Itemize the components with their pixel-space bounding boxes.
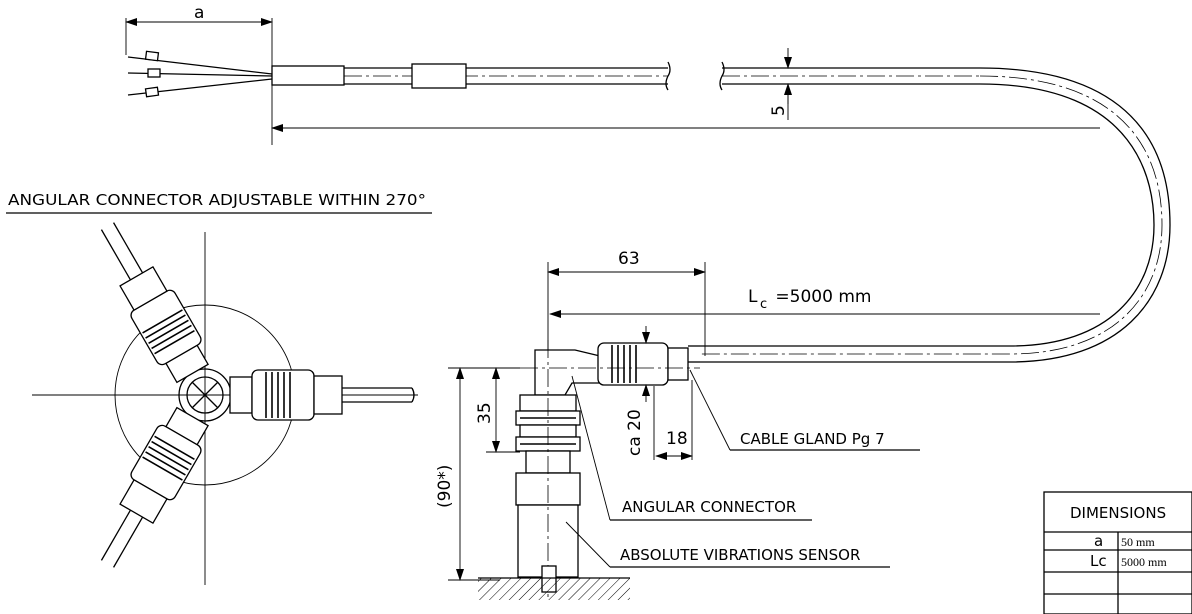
table-row-symbol: a — [1094, 532, 1103, 550]
table-header: DIMENSIONS — [1070, 504, 1166, 522]
dim-cable-length: L c =5000 mm — [748, 287, 871, 312]
title: ANGULAR CONNECTOR ADJUSTABLE WITHIN 270° — [8, 191, 426, 209]
dimensions-table: DIMENSIONS a 50 mm Lc 5000 mm — [1043, 491, 1192, 614]
cable-loop — [271, 67, 1171, 363]
table-row-value: 50 mm — [1121, 535, 1155, 549]
table-row-symbol: Lc — [1090, 552, 1107, 570]
dim-gland-length: 18 — [666, 429, 688, 449]
table-row-value: 5000 mm — [1121, 555, 1167, 569]
label-cable-gland: CABLE GLAND Pg 7 — [740, 430, 885, 448]
angular-connector-view — [32, 222, 418, 585]
dim-cable-diameter: 5 — [769, 105, 789, 116]
dim-connector-width: ca 20 — [625, 409, 645, 456]
dim-connector-height: 35 — [475, 402, 495, 424]
dim-a-label: a — [194, 3, 204, 23]
dim-connector-length: 63 — [618, 249, 640, 269]
cable-wire-ends — [125, 18, 980, 145]
sensor-side-view — [448, 262, 920, 600]
label-angular-connector: ANGULAR CONNECTOR — [622, 498, 796, 516]
dim-cable-length-subscript: c — [760, 297, 767, 312]
dim-total-height: (90*) — [435, 465, 455, 508]
label-sensor: ABSOLUTE VIBRATIONS SENSOR — [620, 546, 860, 564]
dim-cable-length-value: =5000 mm — [770, 287, 871, 307]
dim-cable-length-symbol: L — [748, 287, 758, 307]
